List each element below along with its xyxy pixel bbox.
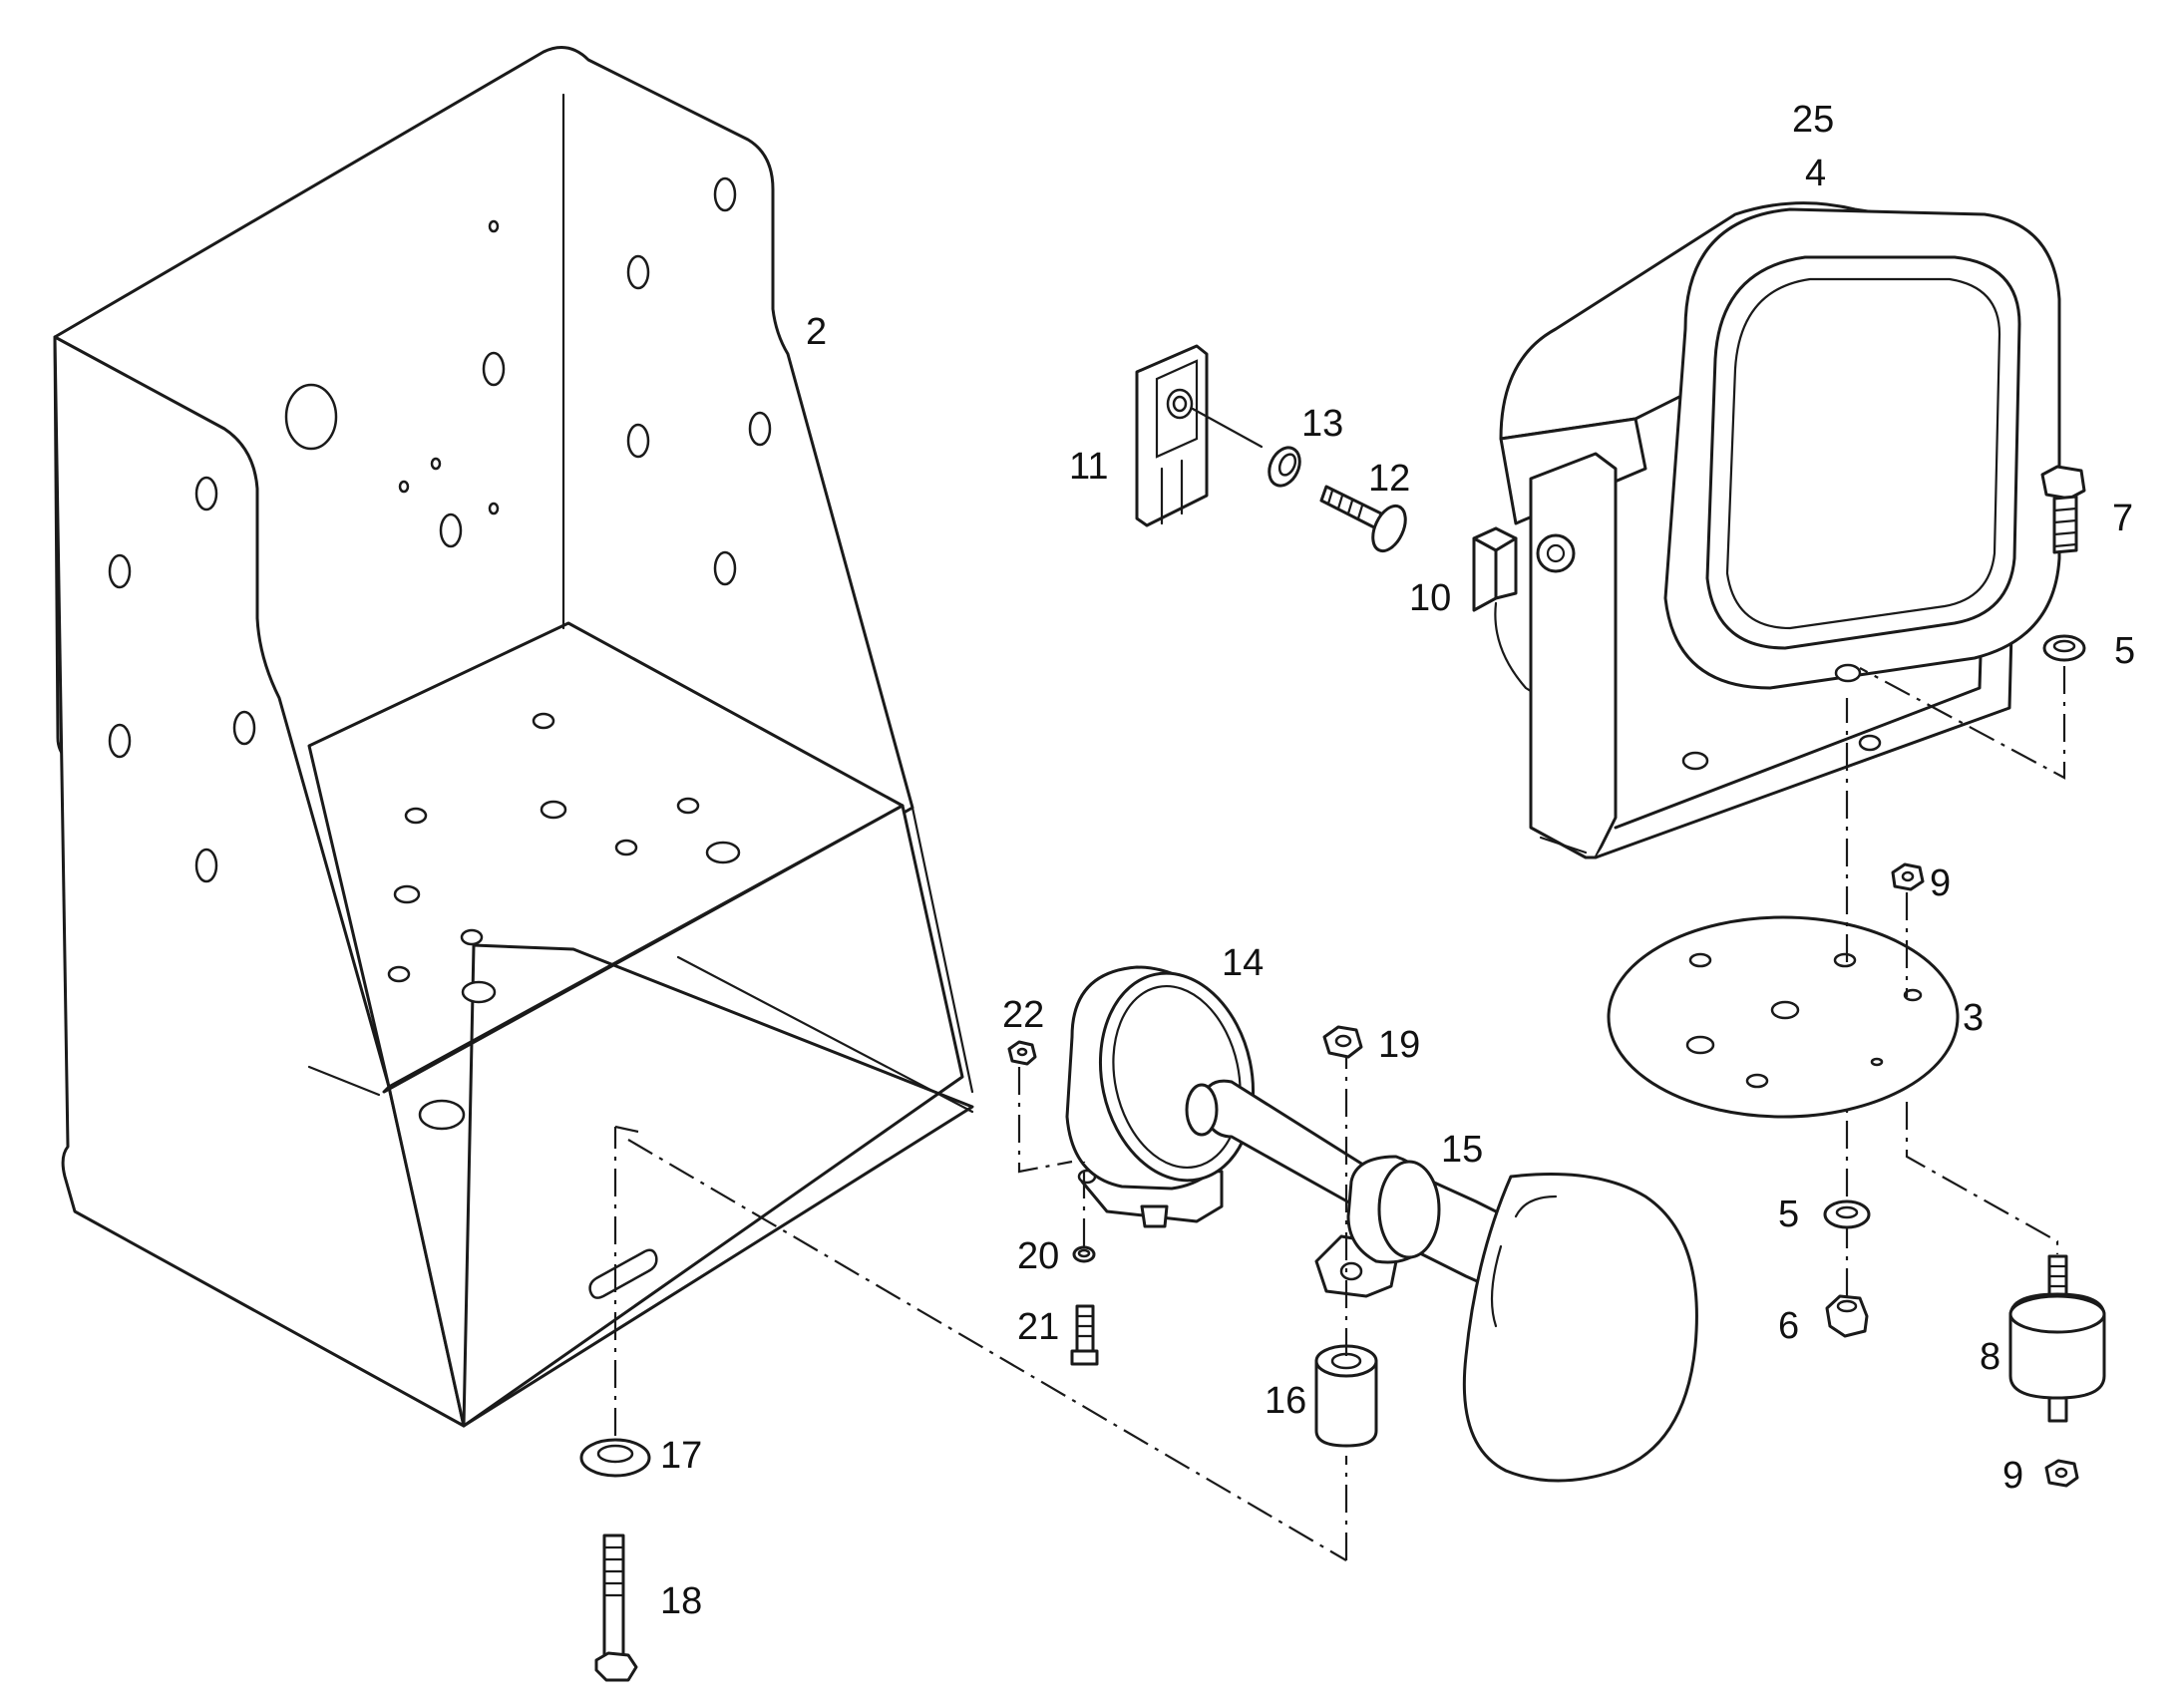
callout-22: 22 bbox=[1002, 994, 1044, 1036]
horn-trumpet-part-15 bbox=[1314, 1155, 1698, 1483]
work-lamp-part-4 bbox=[1499, 201, 2061, 859]
clip-part-11 bbox=[1135, 344, 1209, 527]
callout-15: 15 bbox=[1441, 1129, 1483, 1171]
bolt-part-18 bbox=[594, 1534, 638, 1682]
callout-11: 11 bbox=[1069, 446, 1108, 488]
callout-10: 10 bbox=[1409, 577, 1451, 619]
bracket-housing-part-2 bbox=[53, 46, 974, 1428]
leader-line bbox=[1191, 407, 1264, 449]
horn-compressor-part-14 bbox=[1065, 965, 1368, 1228]
screw-part-21 bbox=[1070, 1304, 1099, 1366]
screw-part-12 bbox=[1319, 485, 1407, 553]
assembly-dash-lines bbox=[613, 666, 2066, 1561]
callout-3: 3 bbox=[1963, 997, 1984, 1039]
callout-19: 19 bbox=[1378, 1024, 1420, 1066]
washer-part-20 bbox=[1072, 1245, 1096, 1263]
callout-4: 4 bbox=[1805, 153, 1826, 194]
callout-16: 16 bbox=[1265, 1380, 1306, 1422]
vibration-mount-part-8 bbox=[2008, 1254, 2106, 1423]
callout-17: 17 bbox=[660, 1435, 702, 1477]
callout-9-upper: 9 bbox=[1930, 862, 1951, 904]
callout-20: 20 bbox=[1017, 1235, 1059, 1277]
washer-part-13 bbox=[1268, 446, 1301, 488]
nut-part-19 bbox=[1322, 1025, 1363, 1059]
mounting-plate-part-3 bbox=[1607, 915, 1960, 1119]
nut-part-9-upper bbox=[1891, 862, 1925, 891]
washer-part-5-lower bbox=[1823, 1199, 1871, 1229]
callout-13: 13 bbox=[1301, 403, 1343, 445]
callout-8: 8 bbox=[1980, 1336, 2000, 1378]
nut-part-9-lower bbox=[2044, 1459, 2079, 1488]
spacer-part-16 bbox=[1314, 1344, 1378, 1448]
callout-21: 21 bbox=[1017, 1306, 1059, 1348]
nut-part-22 bbox=[1007, 1040, 1037, 1066]
callout-9-lower: 9 bbox=[2002, 1455, 2023, 1497]
callout-6: 6 bbox=[1778, 1305, 1799, 1347]
part-callouts: 2 25 4 7 5 11 13 12 10 9 3 14 22 19 15 5… bbox=[660, 99, 2135, 1622]
callout-5-upper: 5 bbox=[2114, 630, 2135, 672]
callout-7: 7 bbox=[2112, 498, 2133, 539]
callout-14: 14 bbox=[1222, 942, 1264, 984]
callout-12: 12 bbox=[1368, 458, 1410, 500]
bolt-part-7 bbox=[2040, 465, 2086, 554]
callout-2: 2 bbox=[806, 311, 827, 353]
washer-part-5-upper bbox=[2042, 634, 2086, 662]
callout-5-lower: 5 bbox=[1778, 1194, 1799, 1235]
nut-part-6 bbox=[1825, 1294, 1869, 1338]
washer-part-17 bbox=[579, 1438, 651, 1478]
callout-25: 25 bbox=[1792, 99, 1834, 141]
callout-18: 18 bbox=[660, 1580, 702, 1622]
